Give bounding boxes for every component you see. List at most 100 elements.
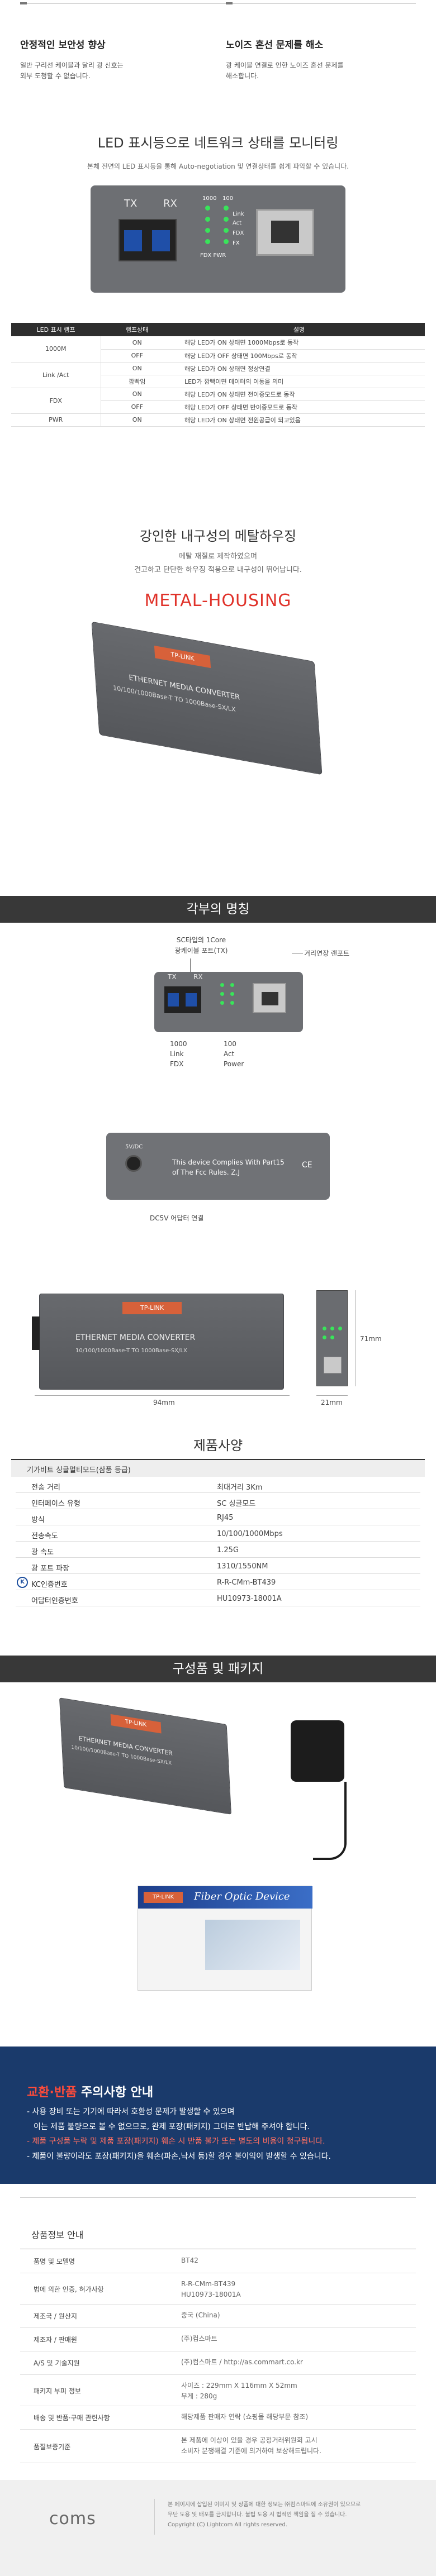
table-header: LED 표시 램프 bbox=[11, 323, 101, 336]
led-indicator bbox=[205, 206, 210, 211]
device-back-photo: 5V/DC This device Complies With Part15 o… bbox=[106, 1133, 330, 1200]
led-label: Link bbox=[233, 211, 244, 217]
sc-fiber-port bbox=[119, 219, 177, 261]
led-indicator bbox=[220, 983, 224, 987]
adapter-cable bbox=[313, 1782, 347, 1860]
section-band: 각부의 명칭 bbox=[0, 896, 436, 923]
device-angle-photo: TP-LINK ETHERNET MEDIA CONVERTER 10/100/… bbox=[91, 621, 323, 775]
package-box-photo: TP-LINK Fiber Optic Device bbox=[138, 1886, 312, 1991]
device-front-photo: TX RX 1000 100 Link Act FDX FX FDX PWR bbox=[91, 185, 345, 293]
led-indicator bbox=[330, 1335, 334, 1339]
package-device-photo: TP-LINK ETHERNET MEDIA CONVERTER 10/100/… bbox=[59, 1697, 231, 1815]
rx-label: RX bbox=[163, 198, 177, 209]
led-label: FDX PWR bbox=[200, 252, 226, 259]
dimension-label: 94mm bbox=[153, 1399, 175, 1406]
section-title: 강인한 내구성의 메탈하우징 bbox=[139, 528, 297, 544]
led-indicator bbox=[220, 992, 224, 996]
led-label: 1000 bbox=[202, 195, 217, 202]
brand-logo: TP-LINK bbox=[110, 1714, 162, 1734]
led-indicator bbox=[224, 228, 229, 233]
rx-label: RX bbox=[193, 973, 203, 981]
divider-mark bbox=[226, 2, 233, 4]
divider bbox=[11, 1459, 425, 1460]
led-indicator bbox=[224, 206, 229, 211]
box-title: Fiber Optic Device bbox=[194, 1891, 290, 1902]
dc-label: 5V/DC bbox=[125, 1144, 143, 1150]
power-adapter-photo bbox=[291, 1720, 344, 1782]
divider-mark bbox=[20, 2, 27, 4]
led-indicator bbox=[338, 1327, 342, 1330]
footer: coms 본 페이지에 삽입된 이미지 및 상품에 대한 정보는 ㈜컴스마트에 … bbox=[0, 2480, 436, 2576]
info-title: 상품정보 안내 bbox=[31, 2230, 84, 2240]
brand-logo: TP-LINK bbox=[122, 1302, 182, 1314]
device-side-photo bbox=[316, 1290, 348, 1386]
device-top-photo: TP-LINK ETHERNET MEDIA CONVERTER 10/100/… bbox=[32, 1294, 284, 1390]
section-band: 구성품 및 패키지 bbox=[0, 1656, 436, 1682]
led-indicator bbox=[323, 1335, 326, 1339]
metal-housing-tag: METAL-HOUSING bbox=[144, 591, 292, 610]
device-text: ETHERNET MEDIA CONVERTER bbox=[75, 1333, 196, 1342]
led-indicator bbox=[323, 1327, 326, 1330]
section-subtitle: 메탈 재질로 제작하였으며 bbox=[179, 552, 257, 561]
dc-jack bbox=[125, 1155, 142, 1172]
led-indicator bbox=[230, 983, 234, 987]
led-indicator bbox=[224, 217, 229, 222]
led-indicator bbox=[224, 239, 229, 244]
led-indicator bbox=[205, 228, 210, 233]
rj45-port bbox=[324, 1357, 342, 1373]
led-indicator bbox=[230, 992, 234, 996]
section-subtitle: 본체 전면의 LED 표시등을 통해 Auto-negotiation 및 연결… bbox=[87, 163, 349, 170]
section-subtitle: 견고하고 단단한 하우징 적용으로 내구성이 뛰어납니다. bbox=[134, 566, 302, 574]
led-indicator bbox=[220, 1001, 224, 1005]
led-indicator bbox=[230, 1001, 234, 1005]
info-row: A/S 및 기술지원(주)컴스마트 / http://as.commart.co… bbox=[20, 2351, 416, 2375]
footer-text: 본 페이지에 삽입된 이미지 및 상품에 대한 정보는 ㈜컴스마트에 소유권이 … bbox=[168, 2502, 361, 2528]
led-indicator bbox=[205, 239, 210, 244]
dimension-label: 71mm bbox=[360, 1335, 382, 1343]
led-label: FX bbox=[233, 240, 240, 246]
dimension-line bbox=[316, 1395, 348, 1396]
section-title: 제품사양 bbox=[193, 1438, 243, 1453]
callout: DC5V 어답터 연결 bbox=[150, 1214, 204, 1222]
divider bbox=[20, 3, 416, 4]
sc-fiber-port bbox=[164, 986, 201, 1013]
ce-mark: CE bbox=[302, 1161, 312, 1170]
sc-fiber-port bbox=[32, 1316, 40, 1350]
section-title: LED 표시등으로 네트워크 상태를 모니터링 bbox=[97, 135, 339, 151]
notice-title: 교환·반품 주의사항 안내 bbox=[27, 2086, 154, 2100]
footer-logo: coms bbox=[49, 2509, 96, 2529]
rj45-port bbox=[253, 983, 286, 1013]
info-row: 제조자 / 판매원(주)컴스마트 bbox=[20, 2328, 416, 2351]
brand-logo: TP-LINK bbox=[154, 645, 211, 669]
tx-label: TX bbox=[168, 973, 177, 981]
feature-title: 안정적인 보안성 향상 bbox=[20, 40, 106, 51]
spec-header: 기가비트 싱글멀티모드(삼품 등급) bbox=[11, 1460, 425, 1477]
led-label: 100 bbox=[222, 195, 234, 202]
device-text: 10/100/1000Base-T TO 1000Base-SX/LX bbox=[75, 1348, 187, 1354]
callout: 거리연장 랜포트 bbox=[304, 950, 350, 957]
